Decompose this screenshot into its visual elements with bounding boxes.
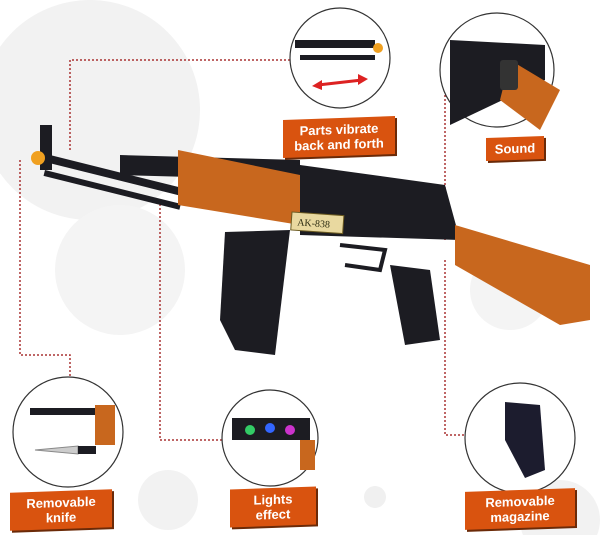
callout-label-vibrate: Parts vibrate back and forth xyxy=(283,116,395,158)
detail-circle-knife xyxy=(12,376,124,488)
muzzle-light xyxy=(31,151,45,165)
model-badge xyxy=(290,211,345,235)
vibrate-detail xyxy=(295,40,383,90)
bg-circle xyxy=(364,486,386,508)
sound-detail xyxy=(450,40,560,130)
bg-circle xyxy=(55,205,185,335)
lights-detail xyxy=(232,418,315,470)
model-badge-text: AK-838 xyxy=(297,217,330,230)
magazine-detail xyxy=(505,402,545,478)
knife-detail xyxy=(30,405,115,455)
callout-label-lights: Lights effect xyxy=(230,486,316,528)
callout-label-sound: Sound xyxy=(486,135,544,162)
callout-label-knife: Removable knife xyxy=(10,489,112,531)
bg-circle xyxy=(138,470,198,530)
toy-rifle: AK-838 xyxy=(31,125,590,355)
callout-label-magazine: Removable magazine xyxy=(465,488,575,530)
